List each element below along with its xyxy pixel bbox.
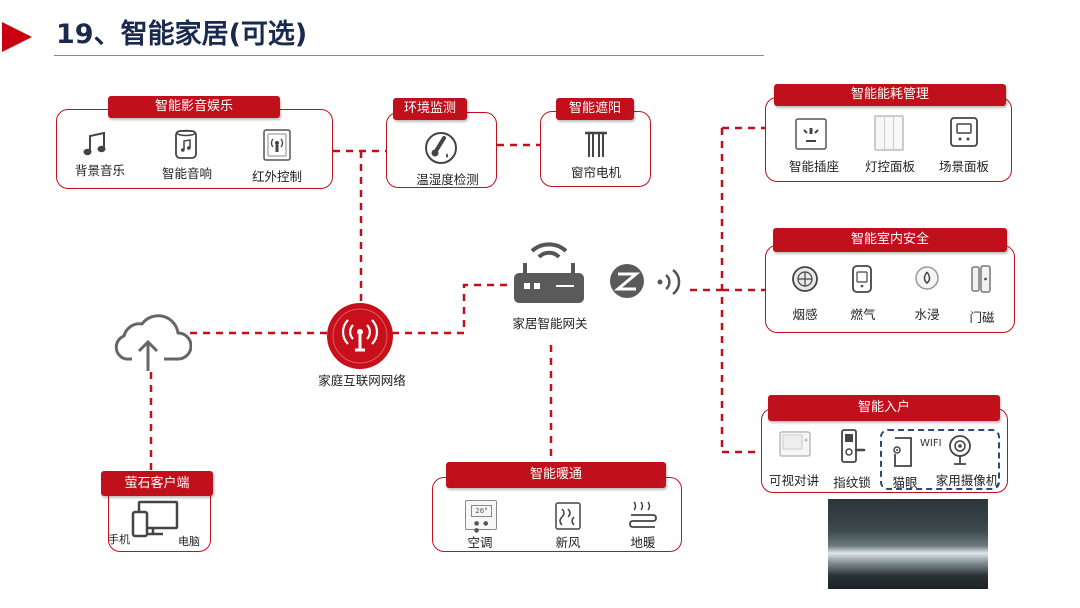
page-title: 19、智能家居(可选) [56,19,308,50]
ac-display: 26° [471,505,492,517]
water-leak-icon [915,266,939,290]
item-smart-speaker: 智能音响 [161,166,212,181]
title-divider [54,55,764,56]
group-security-tag: 智能室内安全 [773,228,1007,252]
item-fresh-air: 新风 [555,535,581,550]
fingerprint-lock-icon [841,429,866,463]
item-ac: 空调 [467,535,493,550]
phone-pc-icon [131,500,179,538]
pc-label: 电脑 [178,535,200,548]
smart-speaker-icon [175,129,197,159]
item-home-camera: 家用摄像机 [935,473,999,488]
item-door-sensor: 门磁 [969,310,995,325]
music-note-icon [83,131,106,156]
floor-heating-icon [629,501,657,528]
item-peephole: 猫眼 [892,475,918,490]
item-gas: 燃气 [850,307,876,322]
item-ir-control: 红外控制 [251,169,302,184]
door-sensor-icon [971,265,991,293]
group-shade [540,111,651,187]
fresh-air-icon [555,502,581,530]
light-switch-icon [874,115,904,151]
zigbee-icon [610,264,681,298]
wifi-label: WIFI [920,438,942,449]
gateway-router-icon [514,242,584,303]
item-light-panel: 灯控面板 [864,159,915,174]
group-entry-tag: 智能入户 [768,395,1000,421]
group-env-tag: 环境监测 [393,98,467,120]
socket-icon [795,118,827,150]
item-smart-socket: 智能插座 [788,159,839,174]
smoke-detector-icon [792,266,818,292]
ir-remote-icon [263,129,291,161]
item-fingerprint-lock: 指纹锁 [833,475,871,490]
item-temp-humidity: 温湿度检测 [416,172,479,187]
item-background-music: 背景音乐 [74,163,125,178]
item-smoke: 烟感 [792,307,818,322]
home-network-label: 家庭互联网网络 [318,373,406,388]
item-water-leak: 水浸 [914,307,940,322]
phone-label: 手机 [108,533,130,546]
wifi-devices-group [880,429,1000,490]
gas-detector-icon [852,265,872,293]
group-av-tag: 智能影音娱乐 [108,96,280,118]
cloud-upload-icon [114,314,192,371]
item-curtain-motor: 窗帘电机 [570,165,621,180]
group-client-tag: 萤石客户端 [101,471,213,496]
item-video-intercom: 可视对讲 [768,473,819,488]
peephole-icon [893,437,912,467]
scene-panel-icon [950,117,978,147]
curtain-icon [585,131,607,157]
item-floor-heating: 地暖 [630,535,656,550]
group-energy-tag: 智能能耗管理 [774,84,1006,106]
home-network-icon [327,303,393,369]
title-arrow-icon [2,22,32,52]
ac-panel-icon: 26° ● ● ● [465,500,497,534]
group-shade-tag: 智能遮阳 [556,98,634,120]
video-intercom-icon [779,431,811,457]
ocean-photo [828,499,988,589]
item-scene-panel: 场景面板 [938,159,989,174]
home-camera-icon [949,435,971,465]
gateway-label: 家居智能网关 [512,316,588,331]
thermometer-icon [425,132,457,164]
group-hvac-tag: 智能暖通 [446,462,666,488]
